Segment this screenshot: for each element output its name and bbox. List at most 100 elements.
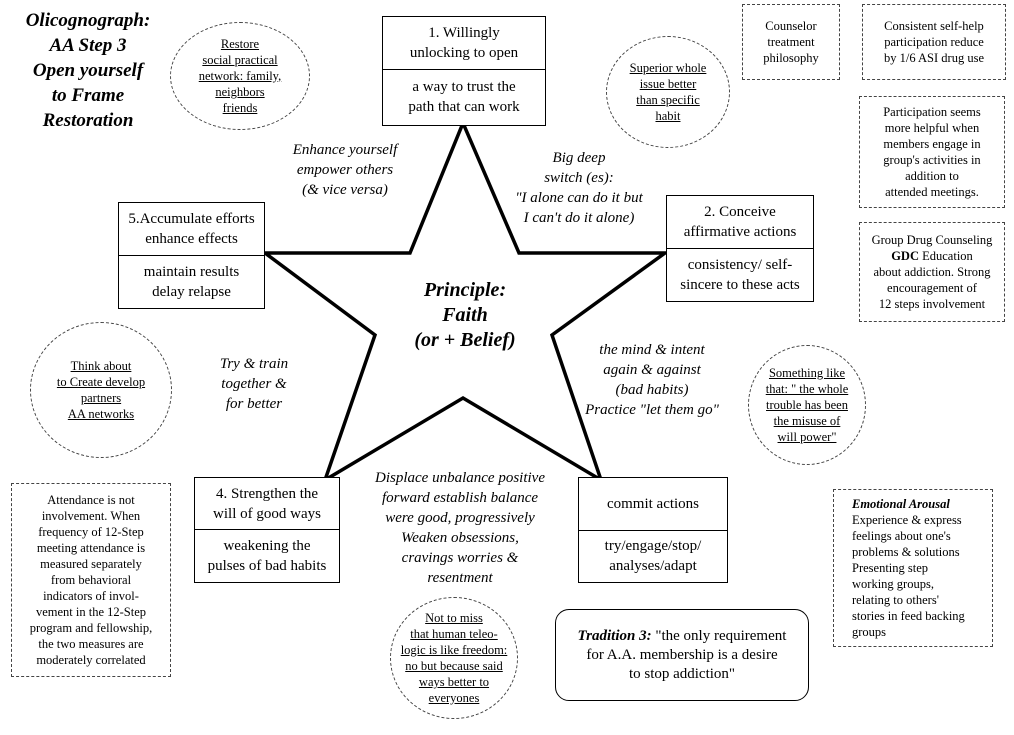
- dbox-line: encouragement of: [887, 281, 977, 295]
- dbox-line: Group Drug Counseling: [871, 233, 993, 247]
- italic-line: switch (es):: [544, 170, 614, 186]
- attendance-box: Attendance is not involvement. When freq…: [11, 483, 171, 677]
- italic-line: "I alone can do it but: [515, 190, 643, 206]
- circle-line: network: family,: [198, 69, 282, 83]
- dbox-line: by 1/6 ASI drug use: [884, 51, 984, 65]
- step-4-box: 4. Strengthen the will of good ways weak…: [194, 477, 340, 583]
- step-3-box: commit actions try/engage/stop/ analyses…: [578, 477, 728, 583]
- box-text: will of good ways: [213, 505, 321, 522]
- mind-text: the mind & intent again & against (bad h…: [572, 340, 732, 420]
- italic-line: Displace unbalance positive: [375, 470, 545, 486]
- box-text: analyses/adapt: [609, 558, 697, 574]
- italic-line: (& vice versa): [302, 182, 388, 198]
- gdc-rest: Education: [918, 249, 973, 263]
- box-text: consistency/ self-: [687, 256, 793, 273]
- box-text: weakening the: [223, 537, 311, 554]
- box-text: pulses of bad habits: [207, 557, 327, 574]
- dbox-line: addition to: [905, 169, 959, 183]
- participation-box: Participation seems more helpful when me…: [859, 96, 1005, 208]
- circle-line: friends: [222, 101, 258, 115]
- circle-line: Not to miss: [425, 611, 483, 625]
- dbox-line: treatment: [767, 35, 815, 49]
- box-text: sincere to these acts: [680, 276, 800, 293]
- circle-line: that human teleo-: [410, 627, 498, 641]
- switch-text: Big deep switch (es): "I alone can do it…: [500, 148, 658, 228]
- box-text: delay relapse: [152, 283, 231, 300]
- circle-line: everyones: [428, 691, 480, 705]
- title-line: Olicognograph:: [25, 10, 151, 31]
- dbox-line: relating to others': [852, 593, 939, 607]
- tradition-3-box: Tradition 3: "the only requirement for A…: [555, 609, 809, 701]
- dbox-line: feelings about one's: [852, 529, 951, 543]
- circle-line: habit: [655, 109, 681, 123]
- box-text: a way to trust the: [412, 79, 516, 95]
- box-text: 5.Accumulate efforts: [128, 211, 255, 227]
- dbox-line: members engage in: [883, 137, 981, 151]
- counselor-box: Counselor treatment philosophy: [742, 4, 840, 80]
- dbox-line: Participation seems: [883, 105, 981, 119]
- dbox-line: Experience & express: [852, 513, 962, 527]
- tradition-line: for A.A. membership is a desire: [586, 646, 778, 663]
- step-4-body: weakening the pulses of bad habits: [195, 530, 339, 581]
- box-text: commit actions: [606, 496, 700, 512]
- circle-line: logic is like freedom:: [400, 643, 508, 657]
- tradition-label: Tradition 3:: [577, 627, 652, 644]
- circle-line: than specific: [636, 93, 700, 107]
- circle-line: neighbors: [215, 85, 265, 99]
- dbox-line: measured separately: [40, 557, 142, 571]
- circle-line: Something like: [768, 366, 846, 380]
- circle-line: to Create develop: [56, 375, 146, 389]
- title-line: Restoration: [42, 110, 134, 131]
- star-outline: [259, 118, 671, 484]
- try-text: Try & train together & for better: [200, 354, 308, 414]
- something-circle: Something like that: " the whole trouble…: [748, 345, 866, 465]
- step-5-header: 5.Accumulate efforts enhance effects: [119, 203, 264, 256]
- center-line: Faith: [442, 304, 488, 326]
- tradition-line: Tradition 3: "the only requirement: [556, 627, 808, 646]
- step-3-header: commit actions: [579, 478, 727, 531]
- box-text: unlocking to open: [409, 45, 519, 61]
- circle-line: the misuse of: [773, 414, 841, 428]
- box-text: path that can work: [408, 99, 520, 115]
- center-line: (or + Belief): [414, 329, 516, 351]
- tradition-line: to stop addiction": [628, 665, 736, 682]
- dbox-line: frequency of 12-Step: [38, 525, 144, 539]
- step-5-box: 5.Accumulate efforts enhance effects mai…: [118, 202, 265, 309]
- circle-line: issue better: [639, 77, 697, 91]
- dbox-line: GDC Education: [860, 248, 1004, 264]
- restore-circle: Restore social practical network: family…: [170, 22, 310, 130]
- box-text: try/engage/stop/: [604, 538, 702, 554]
- diagram-title: Olicognograph: AA Step 3 Open yourself t…: [8, 8, 168, 133]
- dbox-line: groups: [852, 625, 887, 639]
- dbox-line: 12 steps involvement: [878, 297, 986, 311]
- dbox-line: about addiction. Strong: [873, 265, 991, 279]
- superior-circle: Superior whole issue better than specifi…: [606, 36, 730, 148]
- step-5-body: maintain results delay relapse: [119, 256, 264, 307]
- italic-line: Weaken obsessions,: [401, 530, 519, 546]
- consistent-box: Consistent self-help participation reduc…: [862, 4, 1006, 80]
- dbox-line: program and fellowship,: [29, 621, 153, 635]
- italic-line: again & against: [603, 362, 701, 378]
- emotional-arousal-box: Emotional Arousal Experience & express f…: [833, 489, 993, 647]
- box-text: maintain results: [143, 263, 240, 280]
- tradition-rest: "the only requirement: [651, 627, 787, 644]
- center-line: Principle:: [423, 279, 507, 301]
- step-2-header: 2. Conceive affirmative actions: [667, 196, 813, 249]
- circle-line: Superior whole: [629, 61, 707, 75]
- dbox-line: meeting attendance is: [36, 541, 146, 555]
- title-line: to Frame: [51, 85, 125, 106]
- dbox-line: involvement. When: [41, 509, 141, 523]
- circle-line: Think about: [70, 359, 132, 373]
- step-1-box: 1. Willingly unlocking to open a way to …: [382, 16, 546, 126]
- italic-line: I can't do it alone): [523, 210, 635, 226]
- italic-line: Try & train: [219, 356, 289, 372]
- dbox-line: attended meetings.: [885, 185, 979, 199]
- dbox-line: stories in feed backing: [852, 609, 965, 623]
- think-circle: Think about to Create develop partners A…: [30, 322, 172, 458]
- title-line: AA Step 3: [49, 35, 127, 56]
- dbox-line: philosophy: [763, 51, 819, 65]
- dbox-line: moderately correlated: [36, 653, 146, 667]
- dbox-line: Presenting step: [852, 561, 929, 575]
- dbox-line: group's activities in: [883, 153, 981, 167]
